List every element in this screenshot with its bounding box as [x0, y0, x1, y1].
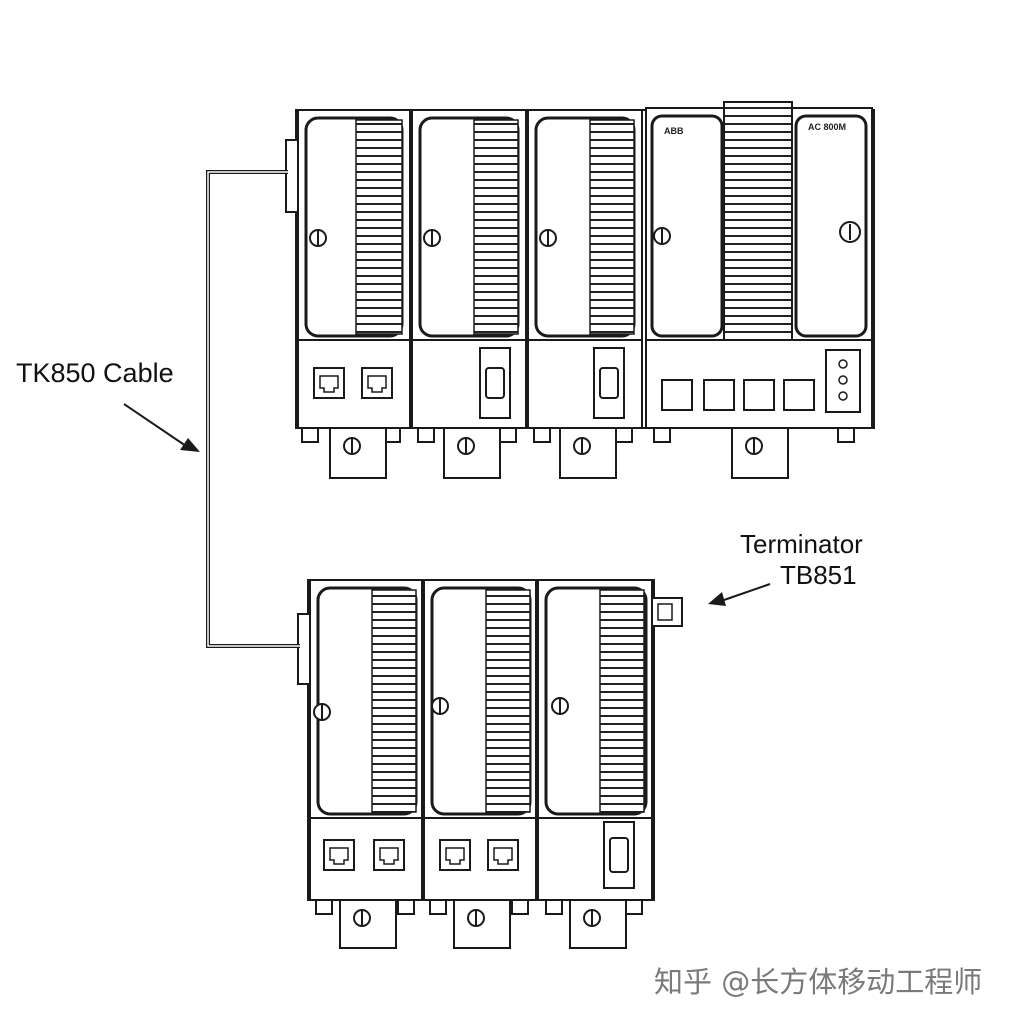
rj45-port: [373, 839, 405, 871]
top-cable-connector: [285, 139, 299, 213]
terminator-arrow: [708, 583, 771, 606]
controller-ac800m: [645, 101, 873, 429]
top-module-3: [527, 109, 643, 429]
controller-model: AC 800M: [808, 122, 846, 132]
controller-heatsink: [723, 101, 793, 341]
top-module-row: ABB AC 800M: [285, 101, 875, 479]
rj45-port: [439, 839, 471, 871]
bottom-base-locks: [315, 899, 643, 949]
cable-label: TK850 Cable: [16, 358, 174, 388]
rj45-port: [661, 379, 693, 411]
rj45-port: [783, 379, 815, 411]
terminator-label-line1: Terminator: [740, 529, 863, 559]
bottom-module-2: [423, 579, 537, 901]
bottom-cable-connector: [297, 613, 311, 685]
rj45-port: [487, 839, 519, 871]
tk850-cable: [206, 170, 300, 648]
rj45-port: [743, 379, 775, 411]
rj45-port: [703, 379, 735, 411]
controller-brand: ABB: [664, 126, 684, 136]
rj45-port: [361, 367, 393, 399]
bottom-module-1: [309, 579, 423, 901]
terminator-tb851: [651, 597, 683, 627]
rj45-port: [313, 367, 345, 399]
bottom-module-row: [297, 579, 683, 949]
watermark: 知乎 @长方体移动工程师: [654, 965, 982, 999]
top-module-2: [411, 109, 527, 429]
terminator-label-line2: TB851: [780, 560, 857, 590]
bottom-module-3: [537, 579, 653, 901]
rj45-port: [323, 839, 355, 871]
cable-arrow: [123, 403, 200, 452]
top-module-1: [297, 109, 411, 429]
top-base-locks: [301, 427, 855, 479]
